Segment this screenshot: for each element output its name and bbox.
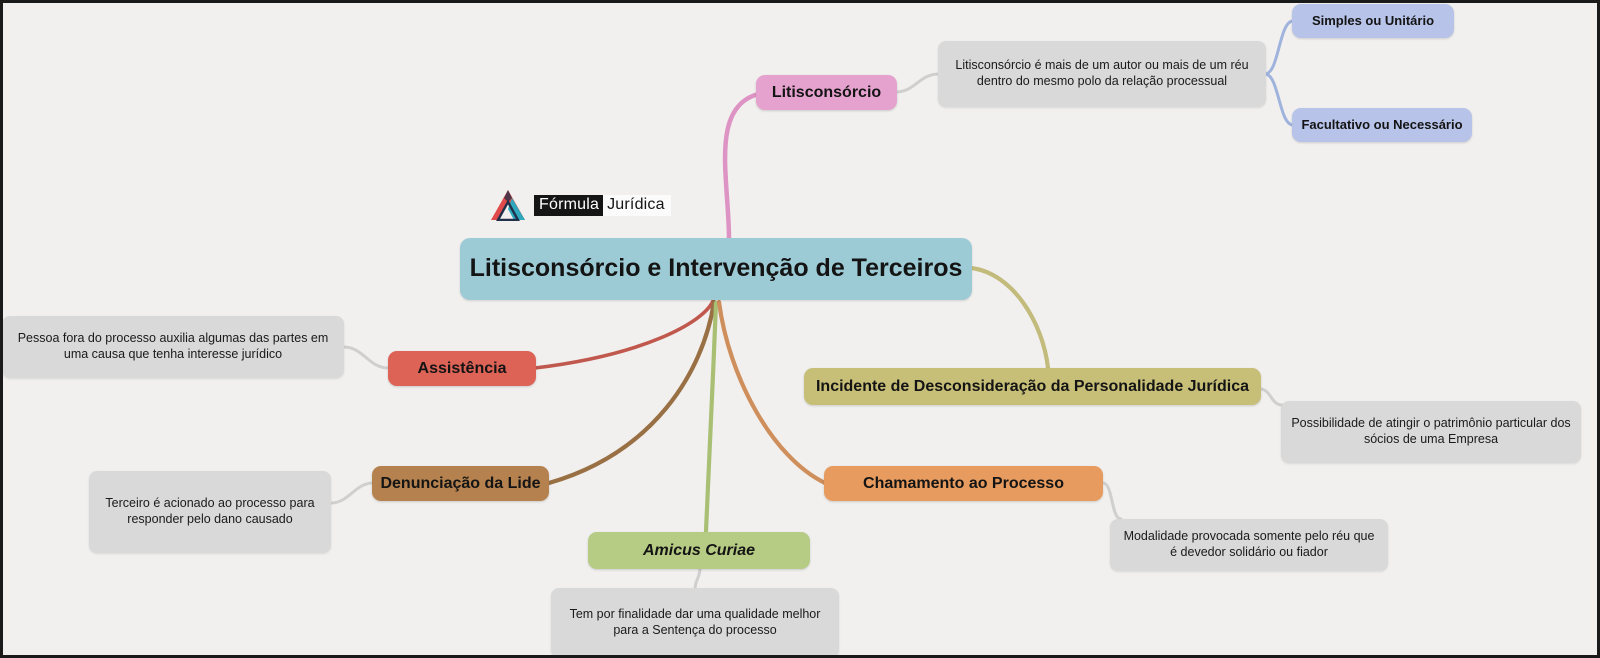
connector-note-litisconsorcio	[894, 72, 941, 94]
note-text-amicus-curiae: Tem por finalidade dar uma qualidade mel…	[569, 607, 821, 637]
connector-simples	[1263, 19, 1295, 76]
note-text-litisconsorcio: Litisconsórcio é mais de um autor ou mai…	[955, 58, 1249, 88]
leaf-label-facultativo-ou-necessario: Facultativo ou Necessário	[1301, 116, 1463, 132]
logo-word-secondary: Jurídica	[603, 194, 671, 216]
note-text-chamamento-ao-processo: Modalidade provocada somente pelo réu qu…	[1123, 529, 1375, 559]
connector-amicus	[703, 300, 719, 534]
connector-note-denunciacao	[329, 481, 375, 505]
branch-label-amicus-curiae: Amicus Curiae	[642, 541, 756, 559]
branch-node-incidente-desconsideracao[interactable]: Incidente de Desconsideração da Personal…	[804, 368, 1261, 405]
leaf-node-simples-ou-unitario[interactable]: Simples ou Unitário	[1292, 4, 1454, 38]
connector-assistencia	[533, 299, 715, 370]
triangle-logo-icon	[490, 189, 526, 222]
note-chamamento-ao-processo: Modalidade provocada somente pelo réu qu…	[1110, 519, 1388, 571]
branch-node-assistencia[interactable]: Assistência	[388, 351, 536, 386]
branch-node-denunciacao-da-lide[interactable]: Denunciação da Lide	[372, 466, 549, 501]
logo-word-primary: Fórmula	[534, 194, 604, 216]
connector-note-assistencia	[342, 345, 390, 370]
branch-node-amicus-curiae[interactable]: Amicus Curiae	[588, 532, 810, 569]
connector-note-chamamento	[1101, 481, 1123, 521]
note-litisconsorcio: Litisconsórcio é mais de um autor ou mai…	[938, 41, 1266, 107]
connector-incidente	[968, 265, 1051, 371]
note-text-denunciacao-da-lide: Terceiro é acionado ao processo para res…	[105, 496, 315, 526]
note-denunciacao-da-lide: Terceiro é acionado ao processo para res…	[89, 471, 331, 553]
central-node[interactable]: Litisconsórcio e Intervenção de Terceiro…	[460, 238, 972, 300]
connector-denunciacao	[546, 299, 717, 486]
logo-wordmark: Fórmula Jurídica	[534, 194, 671, 216]
note-assistencia: Pessoa fora do processo auxilia algumas …	[3, 316, 344, 378]
branch-label-incidente-desconsideracao: Incidente de Desconsideração da Personal…	[815, 377, 1250, 395]
note-incidente-desconsideracao: Possibilidade de atingir o patrimônio pa…	[1281, 401, 1581, 463]
branch-label-litisconsorcio: Litisconsórcio	[771, 83, 882, 101]
connector-note-incidente	[1258, 387, 1284, 407]
branch-node-litisconsorcio[interactable]: Litisconsórcio	[756, 75, 897, 110]
leaf-node-facultativo-ou-necessario[interactable]: Facultativo ou Necessário	[1292, 108, 1472, 142]
branch-node-chamamento-ao-processo[interactable]: Chamamento ao Processo	[824, 466, 1103, 501]
brand-logo: Fórmula Jurídica	[490, 189, 671, 222]
central-node-label: Litisconsórcio e Intervenção de Terceiro…	[469, 254, 963, 283]
note-text-assistencia: Pessoa fora do processo auxilia algumas …	[17, 331, 329, 361]
note-amicus-curiae: Tem por finalidade dar uma qualidade mel…	[551, 588, 839, 655]
leaf-label-simples-ou-unitario: Simples ou Unitário	[1311, 12, 1435, 28]
note-text-incidente-desconsideracao: Possibilidade de atingir o patrimônio pa…	[1291, 416, 1571, 446]
connector-litisconsorcio	[722, 90, 766, 242]
connector-facultativo	[1263, 72, 1295, 127]
branch-label-chamamento-ao-processo: Chamamento ao Processo	[863, 474, 1064, 492]
branch-label-denunciacao-da-lide: Denunciação da Lide	[380, 474, 541, 492]
connector-note-amicus	[693, 566, 702, 591]
branch-label-assistencia: Assistência	[417, 359, 507, 377]
